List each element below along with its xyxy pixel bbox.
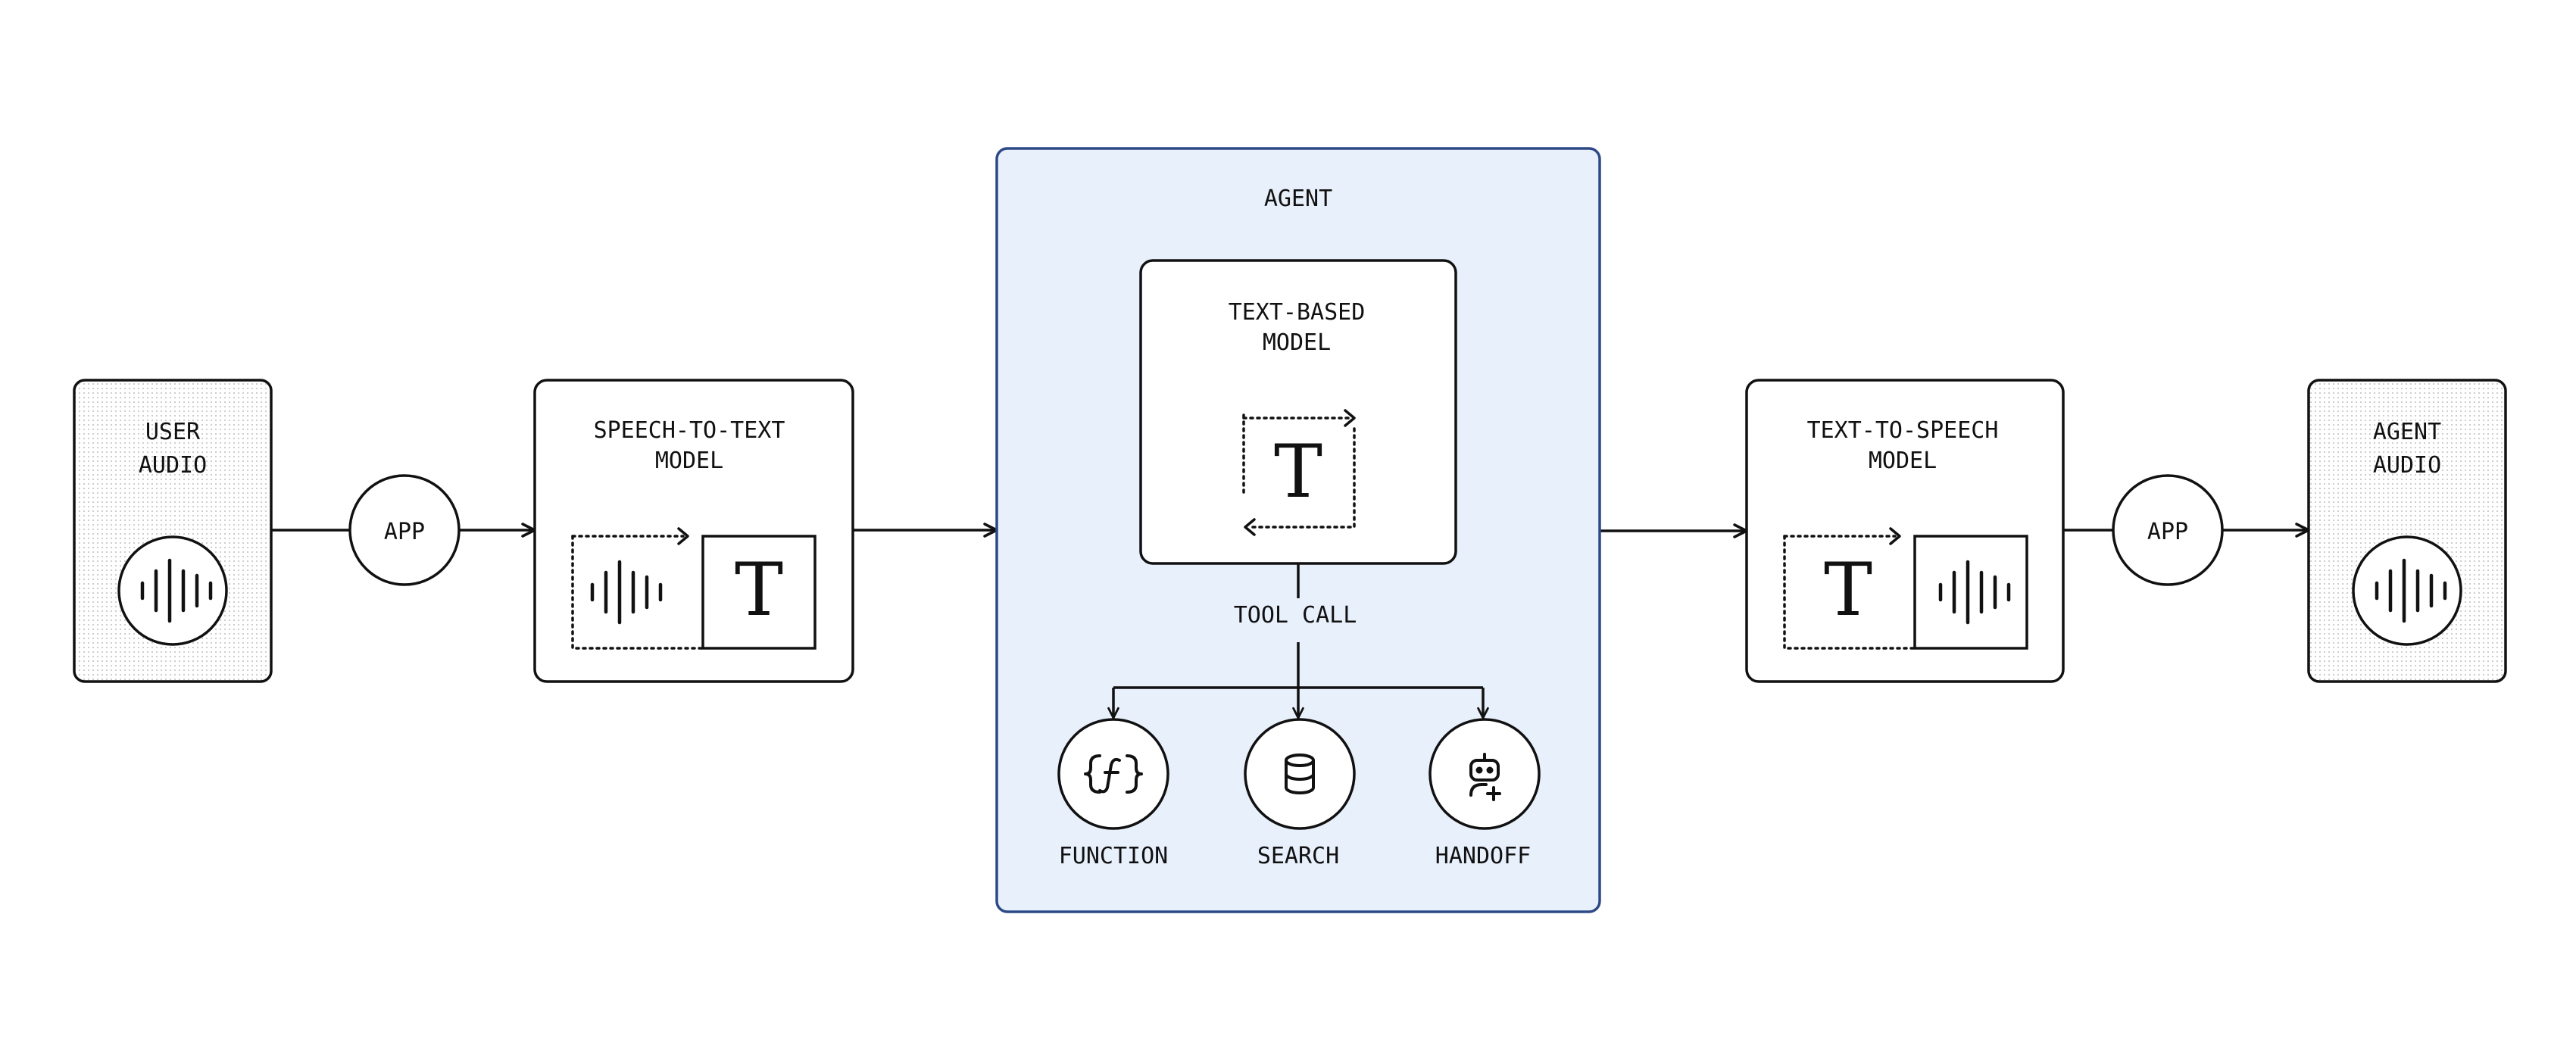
speech-to-text-model-card: SPEECH-TO-TEXT MODEL T: [533, 379, 854, 683]
robot-add-icon: [1469, 753, 1501, 801]
agent-audio-label-line2: AUDIO: [2373, 452, 2441, 479]
user-audio-label-line2: AUDIO: [139, 452, 207, 479]
text-to-speech-model-card: TEXT-TO-SPEECH MODEL T: [1745, 379, 2065, 683]
tts-label-line1: TEXT-TO-SPEECH: [1807, 417, 1999, 444]
app-left-label: APP: [384, 519, 425, 545]
tts-label-line2: MODEL: [1869, 448, 1937, 474]
user-audio-card: USER AUDIO: [73, 379, 273, 683]
tool-handoff: HANDOFF: [1429, 718, 1541, 869]
app-node-left: APP: [348, 474, 461, 586]
agent-container: AGENT TEXT-BASED MODEL T TOOL CALL: [995, 147, 1601, 913]
text-t-icon: T: [701, 535, 817, 650]
stt-t-glyph: T: [735, 548, 783, 632]
text-t-icon: T: [1242, 409, 1356, 536]
agent-audio-label-line1: AGENT: [2373, 419, 2441, 445]
connectors: [271, 523, 2310, 538]
tts-t-glyph: T: [1824, 548, 1872, 632]
database-icon: [1285, 754, 1315, 794]
stt-label-line1: SPEECH-TO-TEXT: [594, 417, 785, 444]
tool-function: FUNCTION: [1057, 718, 1169, 869]
waveform-icon: [117, 535, 228, 646]
waveform-icon: [1913, 535, 2028, 650]
agent-audio-card: AGENT AUDIO: [2307, 379, 2507, 683]
user-audio-label-line1: USER: [145, 419, 201, 445]
function-braces-icon: [1084, 754, 1143, 794]
agent-title: AGENT: [1264, 186, 1332, 212]
tool-call-label: TOOL CALL: [1234, 602, 1357, 629]
tool-call-branches: [1107, 642, 1489, 719]
tool-handoff-label: HANDOFF: [1435, 843, 1531, 869]
waveform-icon: [2352, 535, 2462, 646]
text-model-t-glyph: T: [1274, 429, 1322, 514]
text-model-label-line1: TEXT-BASED: [1229, 299, 1366, 326]
stt-label-line2: MODEL: [655, 448, 723, 474]
tool-function-label: FUNCTION: [1059, 843, 1169, 869]
text-t-icon: T: [1824, 548, 1872, 632]
text-model-label-line2: MODEL: [1263, 329, 1331, 356]
app-right-label: APP: [2147, 519, 2188, 545]
app-node-right: APP: [2112, 474, 2224, 586]
tool-search-label: SEARCH: [1257, 843, 1339, 869]
tool-search: SEARCH: [1244, 718, 1356, 869]
text-based-model-card: TEXT-BASED MODEL T: [1139, 259, 1457, 565]
